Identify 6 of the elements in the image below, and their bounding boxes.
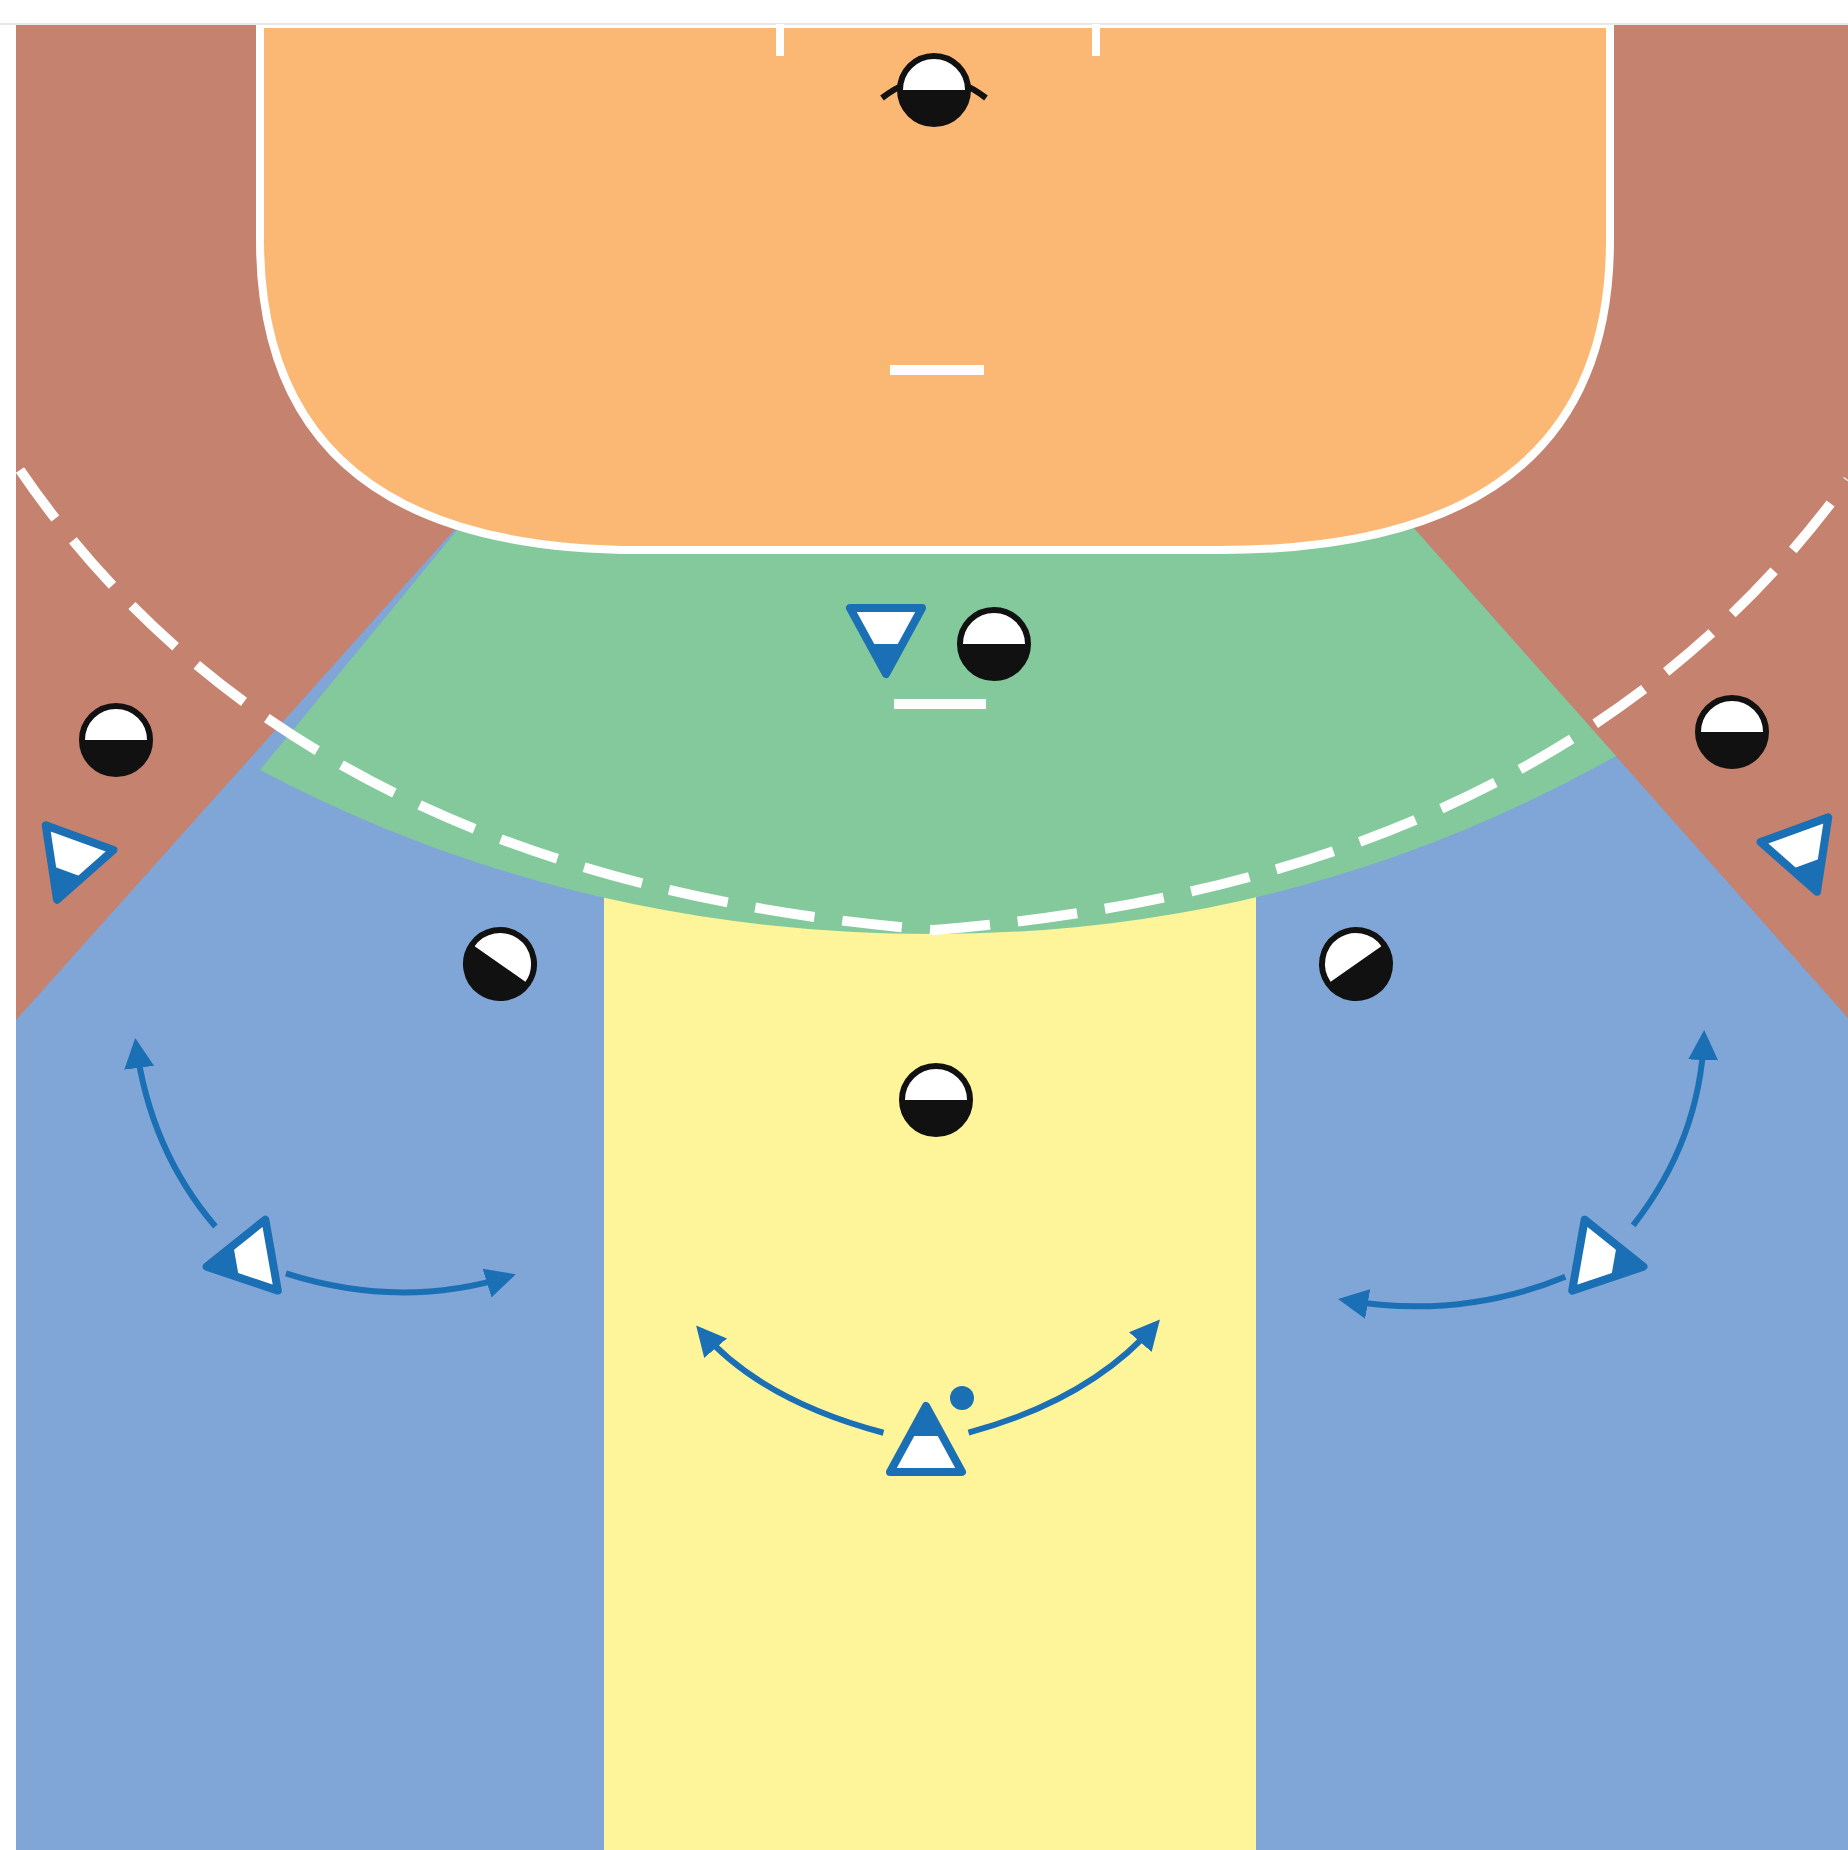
movement-arrow [967,1319,1161,1436]
movement-arrow [695,1325,885,1436]
movement-arrow [285,1268,516,1297]
movement-arrow [1338,1273,1567,1319]
movement-arrow [124,1038,218,1229]
movement-arrow [1630,1030,1718,1228]
